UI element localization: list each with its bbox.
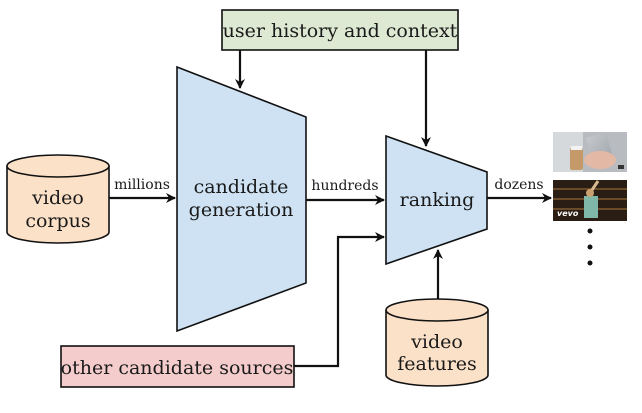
video-features-label-line1: video <box>410 331 463 353</box>
video-corpus-node: video corpus <box>6 154 110 244</box>
vevo-music-video-thumbnail[interactable]: vevo <box>553 180 627 221</box>
edge-label-hundreds: hundreds <box>311 178 378 194</box>
candidate-generation-label-line1: candidate <box>194 176 289 198</box>
video-corpus-label-line2: corpus <box>25 210 90 232</box>
other-candidate-sources-node: other candidate sources <box>60 345 295 388</box>
edge-label-dozens: dozens <box>494 177 543 193</box>
more-results-ellipsis-icon <box>587 228 593 266</box>
video-corpus-label-line1: video <box>31 187 84 209</box>
video-features-node: video features <box>385 298 489 387</box>
candidate-generation-label-line2: generation <box>189 199 294 221</box>
edge-label-millions: millions <box>114 177 170 193</box>
other-candidate-sources-label: other candidate sources <box>61 357 294 379</box>
video-features-label-line2: features <box>397 353 477 375</box>
ranking-node: ranking <box>385 134 488 266</box>
edge-other-sources-to-ranking <box>294 232 385 368</box>
phone-in-hand-thumbnail[interactable] <box>553 132 627 172</box>
user-history-label: user history and context <box>223 20 458 42</box>
candidate-generation-node: candidate generation <box>176 65 307 333</box>
vevo-badge: vevo <box>557 209 579 218</box>
ranking-label: ranking <box>400 189 475 211</box>
user-history-node: user history and context <box>221 9 459 51</box>
